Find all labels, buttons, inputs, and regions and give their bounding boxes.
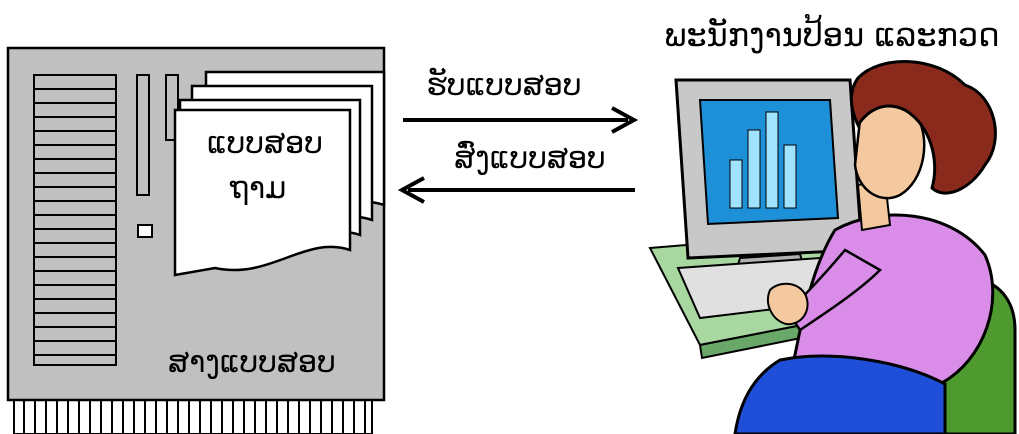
document-stack [173,70,386,277]
computer-monitor [674,78,864,278]
worker-hair [849,60,997,195]
worker-at-computer-illustration [648,60,1017,434]
top-arrow-label: ຮັບແບບສອບ [426,68,581,103]
document-label-line2: ຖາມ [229,171,287,206]
bottom-arrow-label: ສົ່ງແບບສອບ [454,141,606,176]
cabinet-vent [33,74,117,366]
arrow-to-storage [397,176,635,204]
worker-legs [733,354,947,434]
document-label-line1: ແບບສອບ [207,126,323,161]
cabinet-base-grille [13,397,373,434]
document-front [173,108,352,277]
worker-label: ພະນັກງານປ້ອນ ແລະກວດ [664,13,999,54]
storage-cabinet: ແບບສອບ ຖາມ ສາງແບບສອບ [6,46,386,434]
worker-hand [767,282,809,326]
arrow-to-worker [403,106,639,134]
cabinet-slot [136,74,150,196]
chart-on-screen-icon [729,111,797,209]
storage-label: ສາງແບບສອບ [168,345,336,380]
cabinet-button [137,224,153,238]
